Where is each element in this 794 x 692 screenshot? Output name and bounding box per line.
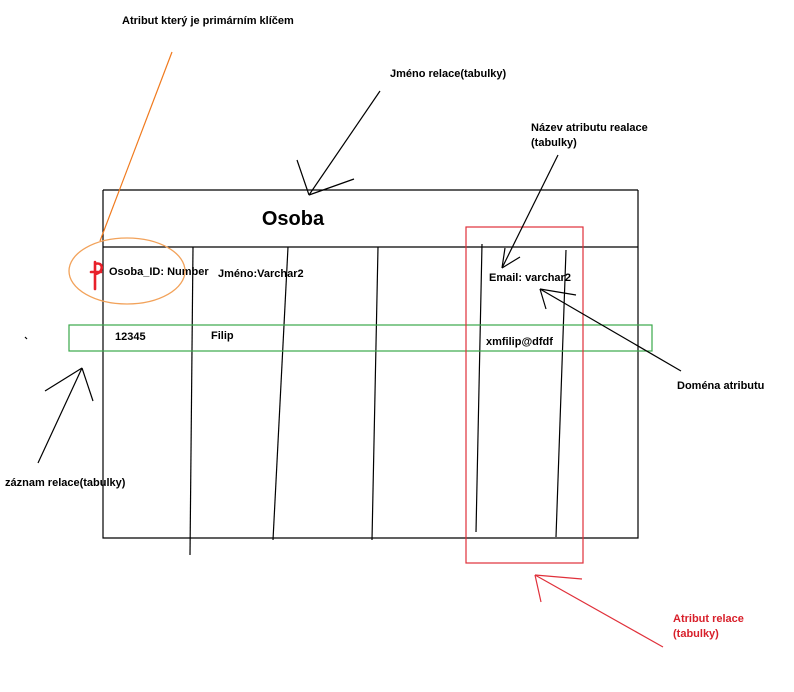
attribute-highlight-box: [465, 226, 584, 564]
annotation-record: záznam relace(tabulky): [5, 477, 126, 489]
annotation-attribute-domain: Doména atributu: [677, 380, 764, 392]
annotation-attribute-line2: (tabulky): [673, 628, 719, 640]
primary-key-ellipse: [68, 237, 186, 305]
primary-key-arrow: [99, 51, 173, 242]
attribute-header-email: Email: varchar2: [489, 272, 571, 284]
column-divider: [475, 243, 483, 533]
table-border: [102, 190, 639, 539]
cell-jmeno: Filip: [211, 330, 234, 342]
column-divider: [272, 246, 289, 541]
cell-email: xmfilip@dfdf: [486, 336, 553, 348]
attribute-arrow: [534, 574, 664, 648]
primary-key-mark-text: P: [0, 0, 1, 1]
annotation-relation-name: Jméno relace(tabulky): [390, 68, 506, 80]
cell-osoba-id: 12345: [115, 331, 146, 343]
relation-table: Osoba Osoba_ID: Number Jméno:Varchar2 Em…: [102, 189, 639, 556]
attribute-header-osoba-id: Osoba_ID: Number: [109, 266, 209, 278]
column-divider: [371, 246, 379, 541]
attribute-domain-arrow: [539, 288, 682, 372]
attribute-header-jmeno: Jméno:Varchar2: [218, 268, 304, 280]
attribute-name-arrow: [501, 154, 559, 269]
stray-mark: [24, 336, 28, 340]
column-divider: [189, 246, 194, 556]
relation-name-arrow: [296, 90, 381, 196]
record-arrow: [37, 367, 94, 464]
annotation-attribute-name-line1: Název atributu realace: [531, 122, 648, 134]
annotation-primary-key: Atribut který je primárním klíčem: [122, 15, 294, 27]
annotation-attribute-name-line2: (tabulky): [531, 137, 577, 149]
primary-key-mark: P: [0, 0, 104, 291]
column-divider: [555, 249, 567, 538]
relation-name: Osoba: [262, 208, 325, 230]
annotation-attribute-line1: Atribut relace: [673, 613, 744, 625]
record-highlight-box: [68, 324, 653, 352]
